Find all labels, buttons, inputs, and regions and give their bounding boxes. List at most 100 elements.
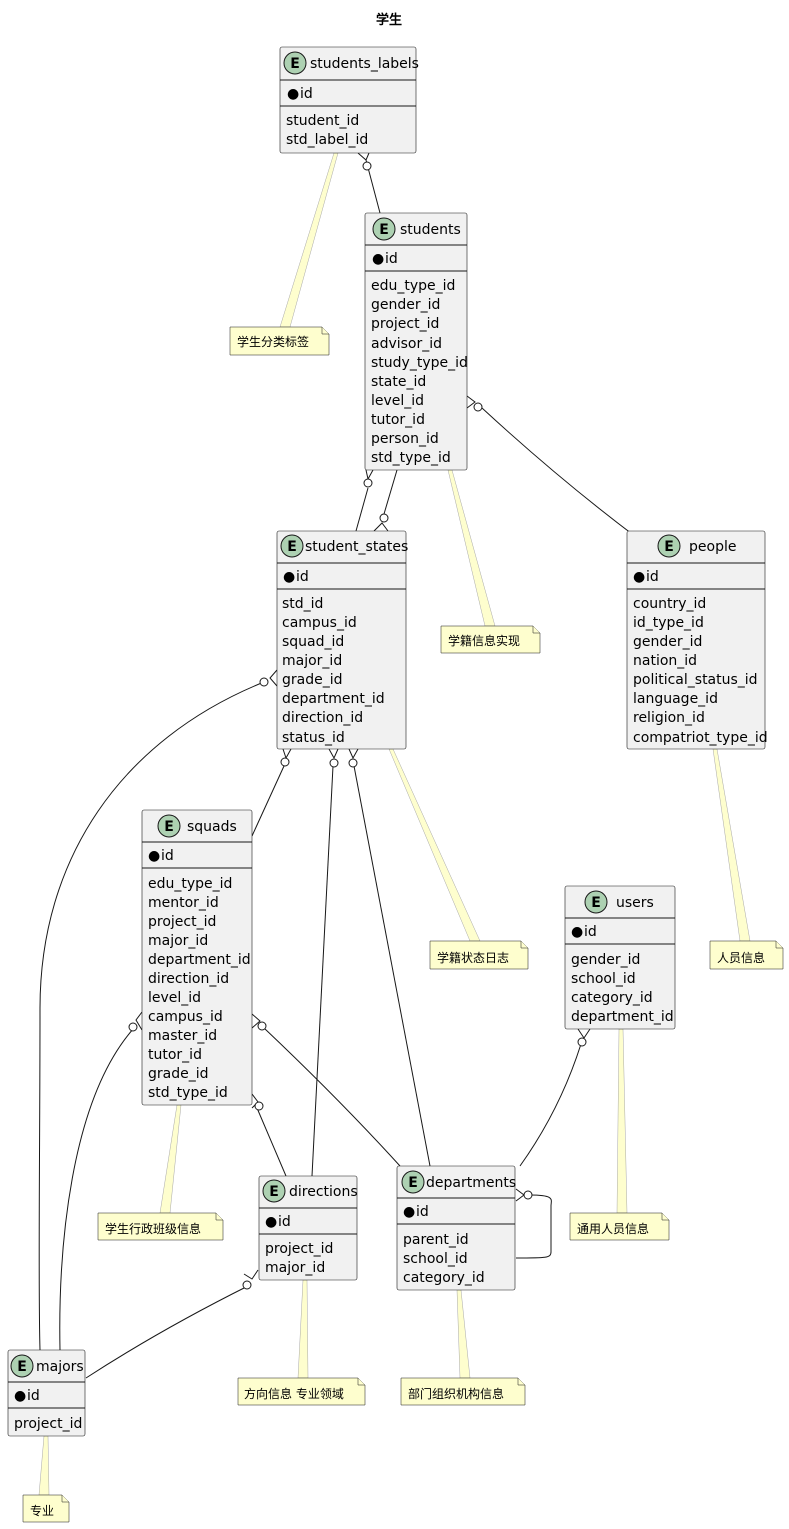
pk-field: id [278, 1214, 291, 1230]
entity-users: E users ● id gender_id school_id categor… [564, 885, 676, 1030]
zero-circle-directions [242, 1280, 252, 1290]
field: level_id [371, 393, 424, 409]
rel-directions-majors [85, 1285, 249, 1379]
field: project_id [265, 1241, 333, 1257]
crow-foot-students-right [466, 395, 476, 409]
svg-text:●: ● [571, 924, 583, 940]
zero-circle-departments-self [523, 1190, 533, 1200]
svg-text:E: E [269, 1184, 279, 1200]
field: grade_id [282, 672, 343, 688]
field: gender_id [371, 297, 440, 313]
crow-foot-users-bottom [577, 1028, 591, 1039]
field: tutor_id [148, 1047, 202, 1063]
crow-foot-squads-right [251, 1013, 261, 1029]
entity-title: departments [426, 1175, 516, 1191]
entity-badge-icon [401, 1170, 425, 1194]
note-students-labels: 学生分类标签 [229, 326, 330, 356]
field: parent_id [403, 1232, 469, 1248]
tether-directions [297, 1279, 309, 1379]
field: grade_id [148, 1066, 209, 1082]
entity-badge-icon [372, 217, 396, 241]
entity-badge-icon [283, 51, 307, 75]
pk-field: id [416, 1204, 429, 1220]
zero-circle-squads-right [257, 1021, 267, 1031]
field: std_type_id [371, 450, 451, 466]
field: school_id [571, 971, 636, 987]
field: state_id [371, 374, 426, 390]
entity-people: E people ● id country_id id_type_id gend… [626, 530, 768, 750]
field: language_id [633, 691, 718, 707]
crow-foot-departments-self [515, 1188, 525, 1202]
field: major_id [148, 933, 208, 949]
note-student-states: 学籍状态日志 [429, 940, 529, 970]
field: study_type_id [371, 355, 468, 371]
field: compatriot_type_id [633, 730, 768, 746]
zero-circle-student-states-left [259, 677, 269, 687]
field: squad_id [282, 634, 344, 650]
field: std_type_id [148, 1085, 228, 1101]
rel-squads-majors [59, 1027, 135, 1351]
field: direction_id [282, 710, 363, 726]
note-text: 学籍状态日志 [437, 950, 509, 965]
note-text: 学生分类标签 [237, 334, 309, 349]
svg-text:E: E [17, 1359, 27, 1375]
field: project_id [148, 914, 216, 930]
entity-majors: E majors ● id project_id [7, 1349, 86, 1437]
field: project_id [371, 316, 439, 332]
note-majors: 专业 [22, 1494, 70, 1523]
note-departments: 部门组织机构信息 [400, 1377, 526, 1406]
field: campus_id [148, 1009, 223, 1025]
svg-text:●: ● [148, 848, 160, 864]
note-text: 部门组织机构信息 [408, 1386, 504, 1401]
field: edu_type_id [148, 876, 232, 892]
crow-foot-directions [243, 1269, 259, 1280]
tether-people [712, 748, 751, 942]
entity-student-states: E student_states ● id std_id campus_id s… [276, 530, 408, 750]
tether-majors [38, 1435, 50, 1496]
diagram-title: 学生 [376, 12, 402, 28]
entity-badge-icon [657, 534, 681, 558]
entity-badge-icon [262, 1179, 286, 1203]
pk-field: id [27, 1388, 40, 1404]
note-tethers [38, 152, 751, 1496]
crow-foot-markers [128, 152, 591, 1290]
field: std_label_id [286, 132, 368, 148]
field: direction_id [148, 971, 229, 987]
note-text: 专业 [30, 1503, 54, 1518]
entity-directions: E directions ● id project_id major_id [258, 1175, 358, 1281]
note-users: 通用人员信息 [569, 1212, 670, 1241]
svg-text:●: ● [265, 1214, 277, 1230]
crow-foot-students-bottom [365, 469, 374, 481]
pk-field: id [385, 251, 398, 267]
note-text: 学生行政班级信息 [105, 1221, 201, 1236]
field: religion_id [633, 710, 705, 726]
pk-field: id [300, 86, 313, 102]
svg-text:●: ● [633, 569, 645, 585]
field: level_id [148, 990, 201, 1006]
svg-text:●: ● [283, 569, 295, 585]
field: political_status_id [633, 672, 758, 688]
zero-circle-student-states-top [379, 513, 389, 523]
tether-users [616, 1028, 628, 1214]
zero-circle-students-bottom [363, 478, 373, 488]
rel-student-states-majors [38, 681, 265, 1351]
svg-text:E: E [164, 819, 174, 835]
svg-text:E: E [664, 539, 674, 555]
field: project_id [14, 1416, 82, 1432]
svg-text:●: ● [14, 1388, 26, 1404]
entity-title: students [400, 222, 461, 238]
tether-departments [456, 1289, 471, 1379]
crow-foot-student-states-b1 [282, 748, 292, 760]
rel-students-student-states-b [383, 469, 398, 515]
rel-student-states-squads [251, 765, 285, 837]
rel-students-student-states-a [355, 487, 369, 532]
relationship-lines [38, 159, 641, 1379]
zero-circle-student-states-b3 [348, 758, 358, 768]
field: department_id [148, 952, 251, 968]
crow-foot-squads-left [135, 1011, 143, 1031]
field: department_id [571, 1009, 674, 1025]
pk-field: id [296, 569, 309, 585]
zero-circle-student-states-b1 [280, 757, 290, 767]
tether-students-labels [279, 152, 339, 328]
svg-text:●: ● [372, 251, 384, 267]
